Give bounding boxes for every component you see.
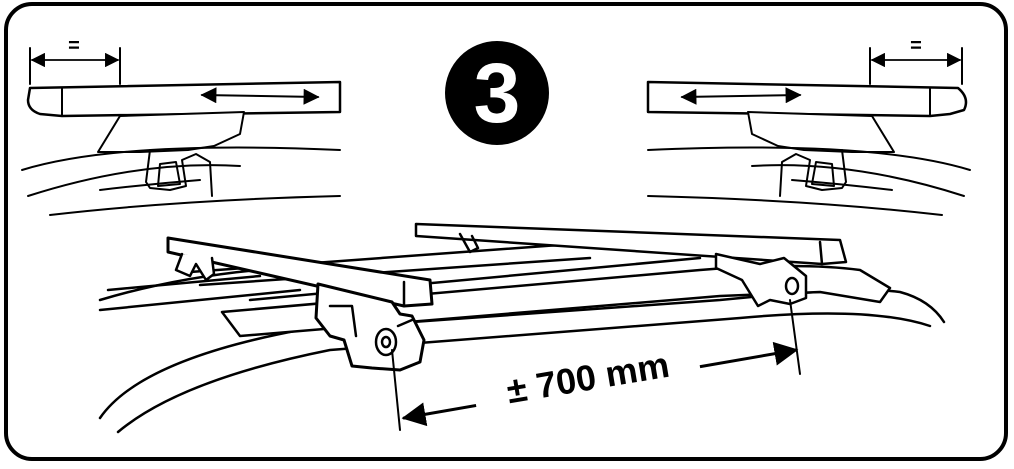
left-inset-illustration — [21, 47, 342, 216]
step-badge: 3 — [445, 41, 549, 145]
step-number: 3 — [474, 46, 521, 140]
roof-rack-illustration — [98, 222, 946, 434]
right-inset-illustration — [646, 47, 971, 216]
left-equal-sign: = — [68, 35, 80, 57]
right-equal-sign: = — [910, 35, 922, 57]
spacing-label-backing — [470, 334, 702, 416]
